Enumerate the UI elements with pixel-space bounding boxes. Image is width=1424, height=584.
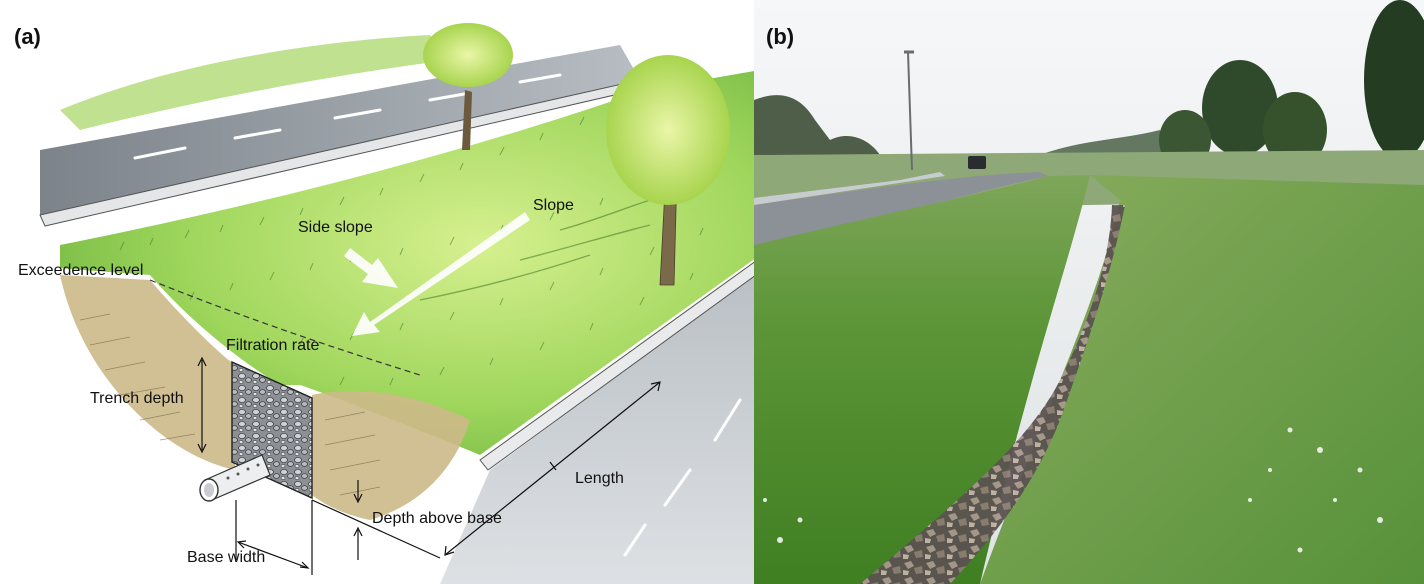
far-road	[40, 45, 640, 215]
flow-arrows	[344, 212, 530, 336]
label-side-slope: Side slope	[298, 219, 373, 236]
far-verge	[60, 35, 450, 130]
exceedence-line	[149, 279, 421, 376]
stone-channel	[860, 205, 1125, 584]
label-base-width: Base width	[187, 549, 266, 566]
panel-b-letter: (b)	[766, 24, 795, 49]
label-filtration-rate: Filtration rate	[226, 337, 320, 354]
tree-far	[423, 23, 513, 150]
label-exceedence-level: Exceedence level	[18, 262, 144, 279]
soil-left	[60, 275, 235, 470]
tree-near	[606, 55, 730, 286]
panel-a-letter: (a)	[14, 24, 41, 49]
soil-right	[312, 391, 470, 520]
grass-swale	[60, 70, 760, 455]
dimension-lines	[197, 356, 661, 575]
infiltration-trench-diagram	[39, 23, 760, 584]
label-slope: Slope	[533, 197, 574, 214]
label-trench-depth: Trench depth	[90, 390, 184, 407]
label-depth-above-base: Depth above base	[372, 510, 502, 527]
perforated-pipe	[199, 454, 271, 502]
near-kerb	[479, 257, 760, 471]
label-length: Length	[575, 470, 624, 487]
near-road	[440, 270, 760, 584]
